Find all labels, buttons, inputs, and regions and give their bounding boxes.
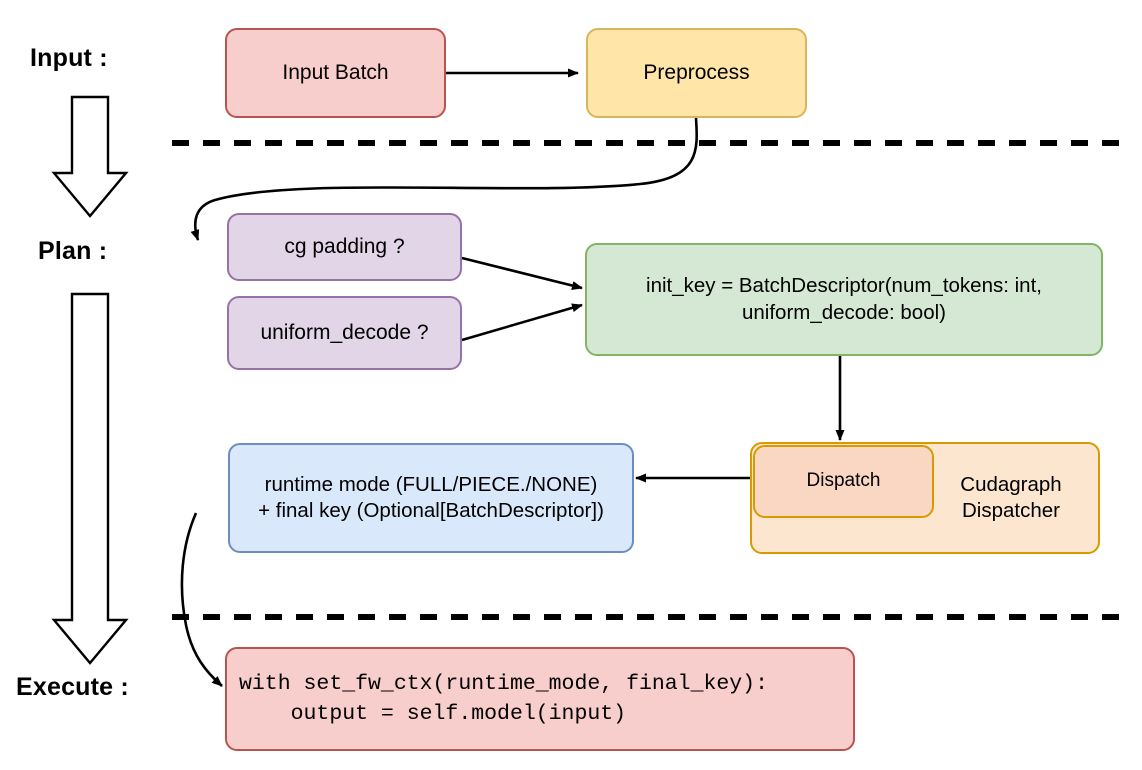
node-init-key-line2: uniform_decode: bool) <box>742 300 946 324</box>
node-uniform-decode-label: uniform_decode ? <box>260 320 429 344</box>
arrow-uniform-decode-to-init-key <box>461 303 583 342</box>
node-init-key-line1: init_key = BatchDescriptor(num_tokens: i… <box>646 274 1042 298</box>
node-cg-padding-label: cg padding ? <box>284 234 405 258</box>
input-to-plan-block-arrow <box>51 95 129 218</box>
node-init-key[interactable]: init_key = BatchDescriptor(num_tokens: i… <box>585 243 1103 356</box>
node-dispatch-label: Dispatch <box>806 470 881 492</box>
node-cg-padding[interactable]: cg padding ? <box>227 213 462 281</box>
node-runtime-mode-line2: + final key (Optional[BatchDescriptor]) <box>258 499 604 522</box>
node-input-batch-label: Input Batch <box>282 60 389 84</box>
stage-label-execute: Execute : <box>16 673 129 701</box>
stage-label-plan: Plan : <box>38 237 108 265</box>
node-execute-code[interactable]: with set_fw_ctx(runtime_mode, final_key)… <box>225 647 855 751</box>
node-runtime-mode-line1: runtime mode (FULL/PIECE./NONE) <box>264 472 598 496</box>
node-preprocess[interactable]: Preprocess <box>586 28 807 118</box>
node-execute-code-line1: with set_fw_ctx(runtime_mode, final_key)… <box>239 671 768 696</box>
node-input-batch[interactable]: Input Batch <box>225 28 446 118</box>
arrow-runtime-mode-to-execute-code <box>180 512 223 687</box>
node-preprocess-label: Preprocess <box>643 60 750 84</box>
node-cudagraph-dispatcher-line2: Dispatcher <box>962 499 1060 522</box>
node-dispatch[interactable]: Dispatch <box>753 445 934 518</box>
node-runtime-mode[interactable]: runtime mode (FULL/PIECE./NONE) + final … <box>228 443 634 553</box>
stage-label-input: Input : <box>30 44 108 72</box>
plan-to-execute-block-arrow <box>51 292 129 665</box>
arrow-cg-padding-to-init-key <box>461 256 583 290</box>
node-cudagraph-dispatcher-line1: Cudagraph <box>960 472 1062 496</box>
node-execute-code-line2: output = self.model(input) <box>239 702 627 726</box>
node-uniform-decode[interactable]: uniform_decode ? <box>227 296 462 370</box>
